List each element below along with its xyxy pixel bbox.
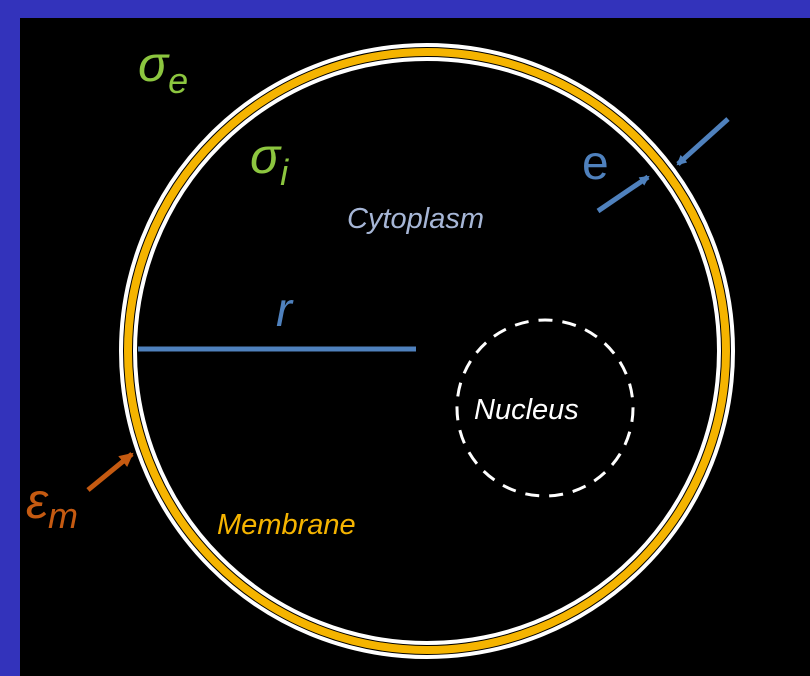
cytoplasm-label: Cytoplasm (347, 203, 484, 235)
permittivity-arrow (86, 452, 134, 492)
cell-model-diagram: σe σi Cytoplasm r e Nucleus Membrane εm (26, 36, 735, 659)
sigma-i-subscript: i (280, 152, 289, 193)
sigma-i-label: σi (250, 128, 289, 193)
membrane-inner-ring (133, 57, 721, 645)
thickness-arrow-inner (596, 174, 650, 214)
thickness-label: e (582, 137, 609, 190)
epsilon-m-label: εm (26, 473, 78, 536)
membrane-outer-ring (119, 43, 735, 659)
nucleus-outline (455, 318, 635, 498)
membrane-band (124, 48, 730, 654)
epsilon-m-subscript: m (48, 495, 78, 536)
radius-label: r (276, 284, 294, 337)
membrane-label: Membrane (217, 509, 356, 541)
sigma-e-symbol: σ (138, 36, 170, 92)
thickness-arrow-outer (676, 117, 730, 166)
sigma-e-label: σe (138, 36, 188, 101)
epsilon-m-symbol: ε (26, 473, 49, 529)
sigma-i-symbol: σ (250, 128, 282, 184)
diagram-canvas: σe σi Cytoplasm r e Nucleus Membrane εm (20, 18, 810, 676)
sigma-e-subscript: e (168, 60, 188, 101)
nucleus-label: Nucleus (474, 394, 579, 426)
